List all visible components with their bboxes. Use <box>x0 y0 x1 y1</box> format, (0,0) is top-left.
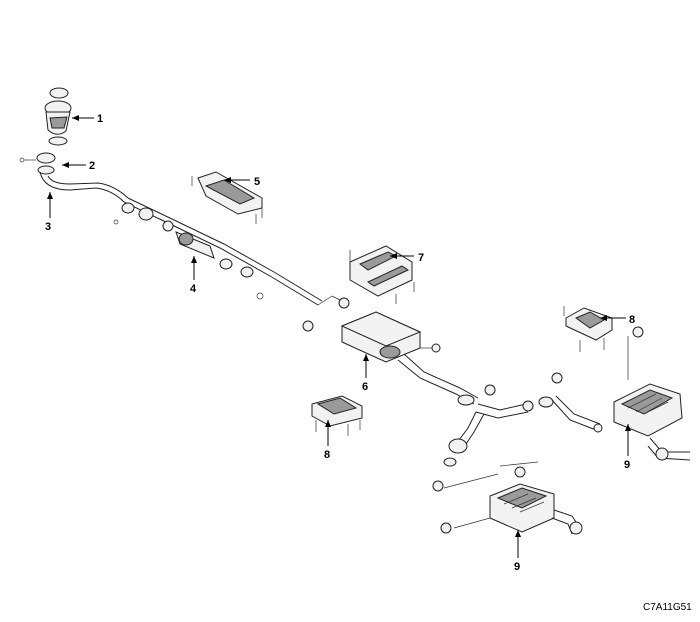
rear-pipe <box>443 372 603 467</box>
callout-7: 7 <box>418 252 424 264</box>
front-pipe <box>19 152 129 203</box>
callout-9-right: 9 <box>624 459 630 471</box>
heat-shield-center <box>349 245 415 304</box>
rear-muffler-center <box>432 461 583 535</box>
callout-4: 4 <box>190 283 197 295</box>
callout-1: 1 <box>97 113 103 125</box>
callout-8-left: 8 <box>324 449 330 461</box>
callout-6: 6 <box>362 381 368 393</box>
intermediate-pipe <box>113 197 350 332</box>
callout-5: 5 <box>254 176 260 188</box>
callout-9-center: 9 <box>514 561 520 573</box>
heat-shield-rear-left <box>311 395 363 436</box>
heat-shield-front <box>191 171 263 224</box>
callout-2: 2 <box>89 160 95 172</box>
callout-8-right: 8 <box>629 314 635 326</box>
center-muffler <box>340 311 496 406</box>
leader-lines <box>47 115 631 558</box>
manifold-converter <box>44 87 72 146</box>
callout-3: 3 <box>45 221 51 233</box>
callout-numbers: 1 2 3 4 5 6 7 8 8 9 9 <box>45 113 635 573</box>
rear-muffler-right <box>613 383 691 461</box>
image-code: C7A11G51 <box>643 602 692 613</box>
